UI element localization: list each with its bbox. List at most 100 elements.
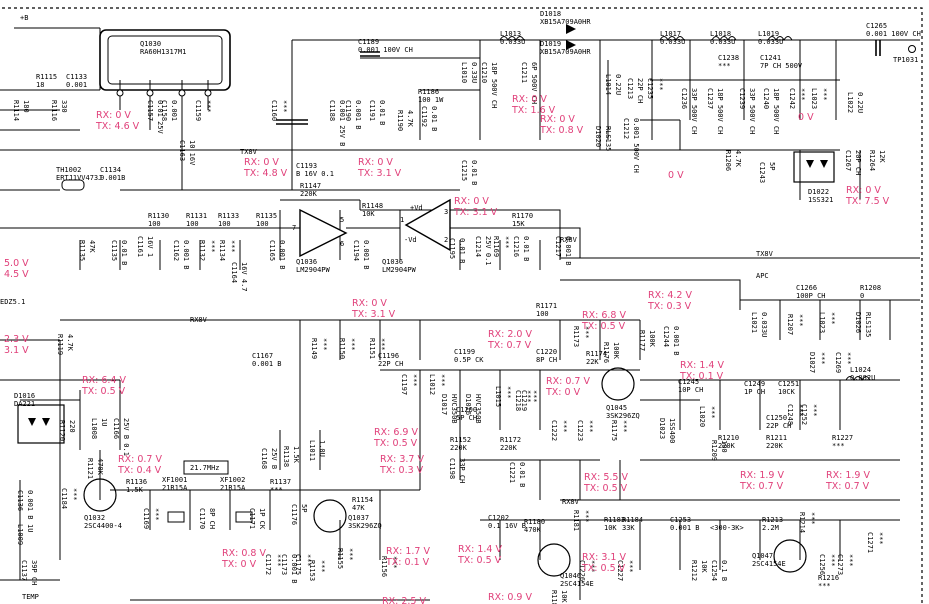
component-value: 22P CH bbox=[378, 360, 403, 368]
component-ref: C1243 bbox=[758, 162, 766, 183]
component-ref: Q1030 bbox=[140, 40, 161, 48]
voltage-annotation: RX: 1.4 VTX: 0.5 V bbox=[457, 544, 502, 566]
component-ref: R1211 bbox=[766, 434, 787, 442]
component-value: 100 bbox=[148, 220, 161, 228]
component-ref: R1209 bbox=[710, 440, 718, 461]
component-value: 0.22U bbox=[614, 74, 622, 95]
voltage-annotation: RX: 0 VTX: 4.8 V bbox=[243, 157, 288, 179]
component-ref: C1199 bbox=[454, 348, 475, 356]
component-value: LM2904PW bbox=[382, 266, 417, 274]
component-r1175: R1175*** bbox=[610, 420, 628, 441]
component-ref: R1180 bbox=[524, 518, 545, 526]
tx-voltage: TX: 0.5 V bbox=[457, 555, 502, 566]
tx-voltage: TX: 1.6 V bbox=[511, 105, 556, 116]
tx-voltage: TX: 0.7 V bbox=[825, 481, 870, 492]
component-value: XB15A709A0HR bbox=[540, 18, 591, 26]
component-value: 0.1 B bbox=[720, 560, 728, 581]
component-ref: L1023 bbox=[818, 312, 826, 333]
component-value: 10CK bbox=[778, 388, 796, 396]
voltage-annotation: RX: 3.1 VTX: 0.5 V bbox=[581, 552, 626, 574]
component-c1223: C1223*** bbox=[576, 420, 594, 441]
tx-voltage: TX: 0.1 V bbox=[385, 557, 430, 568]
component-c1248: C1248*** bbox=[786, 404, 804, 425]
component-value: *** bbox=[620, 420, 628, 433]
rx-voltage: RX: 1.4 V bbox=[458, 544, 502, 555]
component-value: 100K bbox=[648, 330, 656, 348]
component-ref: L1010 bbox=[460, 62, 468, 83]
component-value: 470K bbox=[96, 458, 104, 476]
component-ref: C1254 bbox=[710, 560, 718, 581]
component-ref: R1227 bbox=[832, 434, 853, 442]
component-ref: Q1036 bbox=[296, 258, 317, 266]
inductor-l1018-icon bbox=[711, 36, 737, 42]
pin-3: 3 bbox=[444, 208, 448, 216]
component-value: 1SS400 bbox=[668, 418, 676, 443]
voltage-annotation: RX: 0 VTX: 3.1 V bbox=[453, 196, 498, 218]
component-ref: C1241 bbox=[760, 54, 781, 62]
component-r1156: R1156*** bbox=[380, 556, 398, 577]
component-ref: L1014 bbox=[604, 74, 612, 95]
component-value: *** bbox=[378, 338, 386, 351]
component-c1269: C1269*** bbox=[834, 352, 852, 373]
component-ref: C1190 bbox=[344, 100, 352, 121]
tx-voltage: TX: 0 V bbox=[545, 387, 581, 398]
inductor-l1017-icon bbox=[659, 36, 685, 42]
component-value: 8P CH bbox=[536, 356, 557, 364]
component-value: RLS135 bbox=[864, 312, 872, 337]
component-ref: C1250 bbox=[766, 414, 787, 422]
component-ref: C1193 bbox=[296, 162, 317, 170]
component-value: 22K bbox=[586, 358, 599, 366]
component-ref: D1022 bbox=[808, 188, 829, 196]
component-value: *** bbox=[796, 404, 804, 417]
tx-voltage: TX: 0.5 V bbox=[81, 386, 126, 397]
component-value: 100 1W bbox=[418, 96, 444, 104]
component-value: 18P 500V CH bbox=[772, 88, 780, 134]
tx-voltage: TX: 3.1 V bbox=[453, 207, 498, 218]
voltage-annotation: RX: 0 VTX: 7.5 V bbox=[845, 185, 890, 207]
component-value: *** bbox=[280, 100, 288, 113]
net-tx8v-1: TX8V bbox=[240, 148, 258, 156]
voltage-annotation: RX: 0 VTX: 3.1 V bbox=[351, 298, 396, 320]
component-value: 0.001 B bbox=[564, 236, 572, 266]
rx-voltage: RX: 6.9 V bbox=[374, 427, 418, 438]
component-ref: Q1045 bbox=[606, 404, 627, 412]
component-ref: R1207 bbox=[786, 314, 794, 335]
component-ref: R1131 bbox=[186, 212, 207, 220]
voltage-annotation: RX: 6.4 VTX: 0.5 V bbox=[81, 375, 126, 397]
transistor-q1047-icon bbox=[773, 539, 807, 573]
component-ref: C1173 bbox=[280, 554, 288, 575]
component-value: *** bbox=[818, 352, 826, 365]
component-value: *** bbox=[320, 338, 328, 351]
tx-voltage: TX: 0.5 V bbox=[581, 321, 626, 332]
component-value: *** bbox=[228, 240, 236, 253]
component-value: 0.1 16V B bbox=[488, 522, 526, 530]
component-value: 2SC4154E bbox=[560, 580, 594, 588]
component-value: 100 bbox=[720, 440, 728, 453]
component-value: *** bbox=[582, 326, 590, 339]
component-ref: R1155 bbox=[336, 548, 344, 569]
rx-voltage: 0 V bbox=[798, 112, 814, 123]
module-pins bbox=[116, 89, 212, 97]
